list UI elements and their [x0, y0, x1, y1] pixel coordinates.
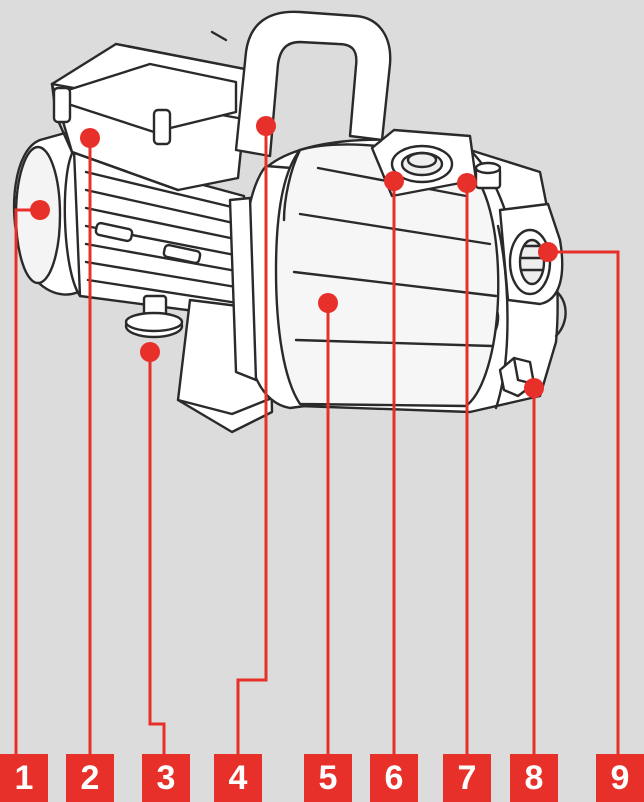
levelling-foot [124, 294, 184, 339]
leader-lines [14, 126, 620, 754]
callout-dot-5 [318, 293, 338, 313]
label-4: 4 [214, 754, 262, 802]
callout-dot-1 [30, 200, 50, 220]
callout-dot-9 [538, 242, 558, 262]
leader-line-3 [148, 352, 166, 754]
label-6: 6 [370, 754, 418, 802]
label-5: 5 [304, 754, 352, 802]
label-9: 9 [596, 754, 644, 802]
label-1: 1 [0, 754, 48, 802]
leader-line-4 [236, 126, 268, 754]
callout-dot-6 [384, 171, 404, 191]
callout-dot-2 [80, 128, 100, 148]
label-7: 7 [443, 754, 491, 802]
pump-illustration [12, 10, 567, 434]
callout-dot-8 [524, 378, 544, 398]
leader-line-9 [548, 250, 620, 754]
callout-dots [30, 116, 558, 398]
callout-dot-4 [256, 116, 276, 136]
label-8: 8 [510, 754, 558, 802]
callout-dot-3 [140, 342, 160, 362]
label-3: 3 [142, 754, 190, 802]
carrying-handle [234, 10, 392, 158]
label-2: 2 [66, 754, 114, 802]
leader-line-1 [14, 208, 40, 754]
vent-plug [474, 161, 502, 190]
callout-dot-7 [457, 173, 477, 193]
terminal-box [50, 30, 252, 192]
